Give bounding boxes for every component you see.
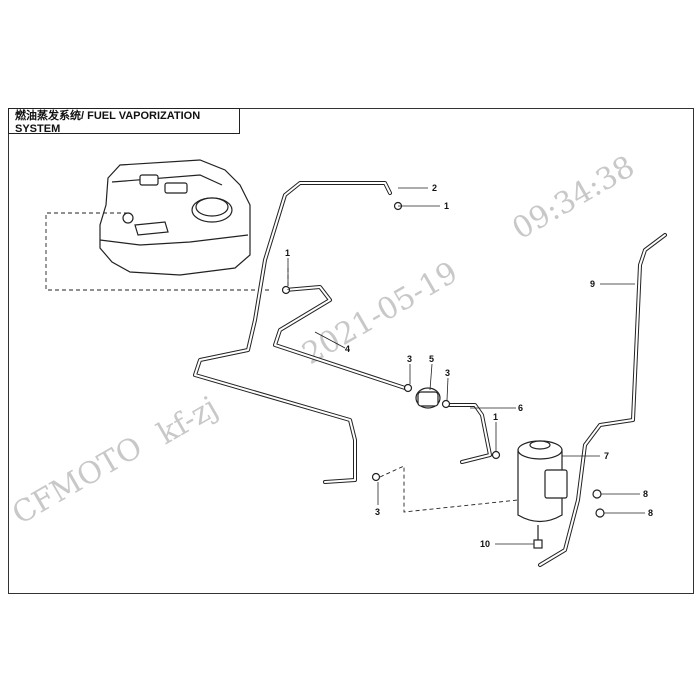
drawing-frame bbox=[8, 108, 694, 594]
rollover-valve bbox=[415, 387, 441, 409]
callout-1-right: 1 bbox=[493, 412, 498, 422]
hose-clamps bbox=[281, 201, 501, 482]
callout-labels: 2 1 1 4 3 5 3 6 1 3 7 8 8 9 10 bbox=[285, 183, 653, 549]
callout-8-a: 8 bbox=[643, 489, 648, 499]
callout-3-a: 3 bbox=[407, 354, 412, 364]
diagram-title: 燃油蒸发系统/ FUEL VAPORIZATION SYSTEM bbox=[8, 108, 240, 135]
tank-leader bbox=[45, 212, 270, 291]
diagram-title-text: 燃油蒸发系统/ FUEL VAPORIZATION SYSTEM bbox=[15, 110, 201, 135]
fuel-tank bbox=[99, 159, 251, 276]
nut-8-a bbox=[592, 489, 602, 499]
callout-5: 5 bbox=[429, 354, 434, 364]
callout-3-b: 3 bbox=[445, 368, 450, 378]
leader-lines bbox=[287, 187, 645, 545]
nut-8-b bbox=[595, 508, 605, 518]
callout-9: 9 bbox=[590, 279, 595, 289]
vapor-hoses-inner bbox=[194, 182, 666, 566]
clamp-1-right bbox=[491, 450, 501, 460]
callout-8-b: 8 bbox=[648, 508, 653, 518]
callout-4: 4 bbox=[345, 344, 350, 354]
callout-7: 7 bbox=[604, 451, 609, 461]
callout-3-bottom: 3 bbox=[375, 507, 380, 517]
clamp-3-a bbox=[403, 383, 413, 393]
callout-1-top: 1 bbox=[444, 201, 449, 211]
hose-10 bbox=[533, 539, 543, 549]
callout-6: 6 bbox=[518, 403, 523, 413]
callout-2: 2 bbox=[432, 183, 437, 193]
callout-10: 10 bbox=[480, 539, 490, 549]
clamp-3-b bbox=[441, 399, 451, 409]
watermark-user: kf-zj bbox=[152, 390, 224, 452]
watermark-brand: CFMOTO bbox=[7, 430, 149, 532]
carbon-canister bbox=[517, 440, 605, 549]
clamp-1-left bbox=[281, 285, 291, 295]
clamp-3-bottom bbox=[371, 472, 381, 482]
vapor-hoses bbox=[193, 181, 667, 567]
watermark-time: 09:34:38 bbox=[507, 149, 641, 247]
callout-1-left: 1 bbox=[285, 248, 290, 258]
watermark-date: 2021-05-19 bbox=[297, 255, 464, 372]
